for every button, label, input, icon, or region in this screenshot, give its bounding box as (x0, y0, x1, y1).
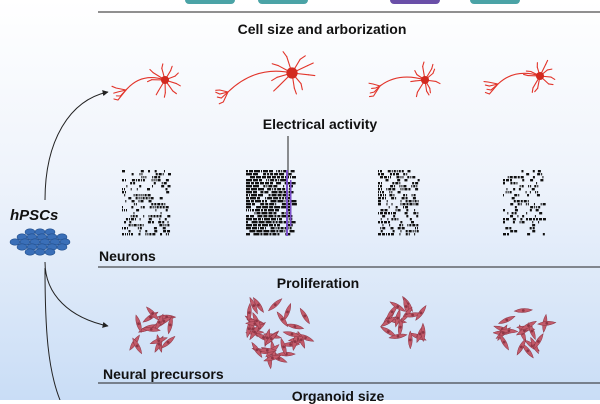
label-neural-precursors: Neural precursors (103, 367, 224, 381)
label-organoid-size: Organoid size (292, 389, 385, 403)
label-hpscs: hPSCs (10, 208, 58, 223)
label-electrical: Electrical activity (263, 117, 377, 131)
label-neurons: Neurons (99, 249, 156, 263)
label-cell-size: Cell size and arborization (238, 22, 407, 36)
label-proliferation: Proliferation (277, 276, 359, 290)
